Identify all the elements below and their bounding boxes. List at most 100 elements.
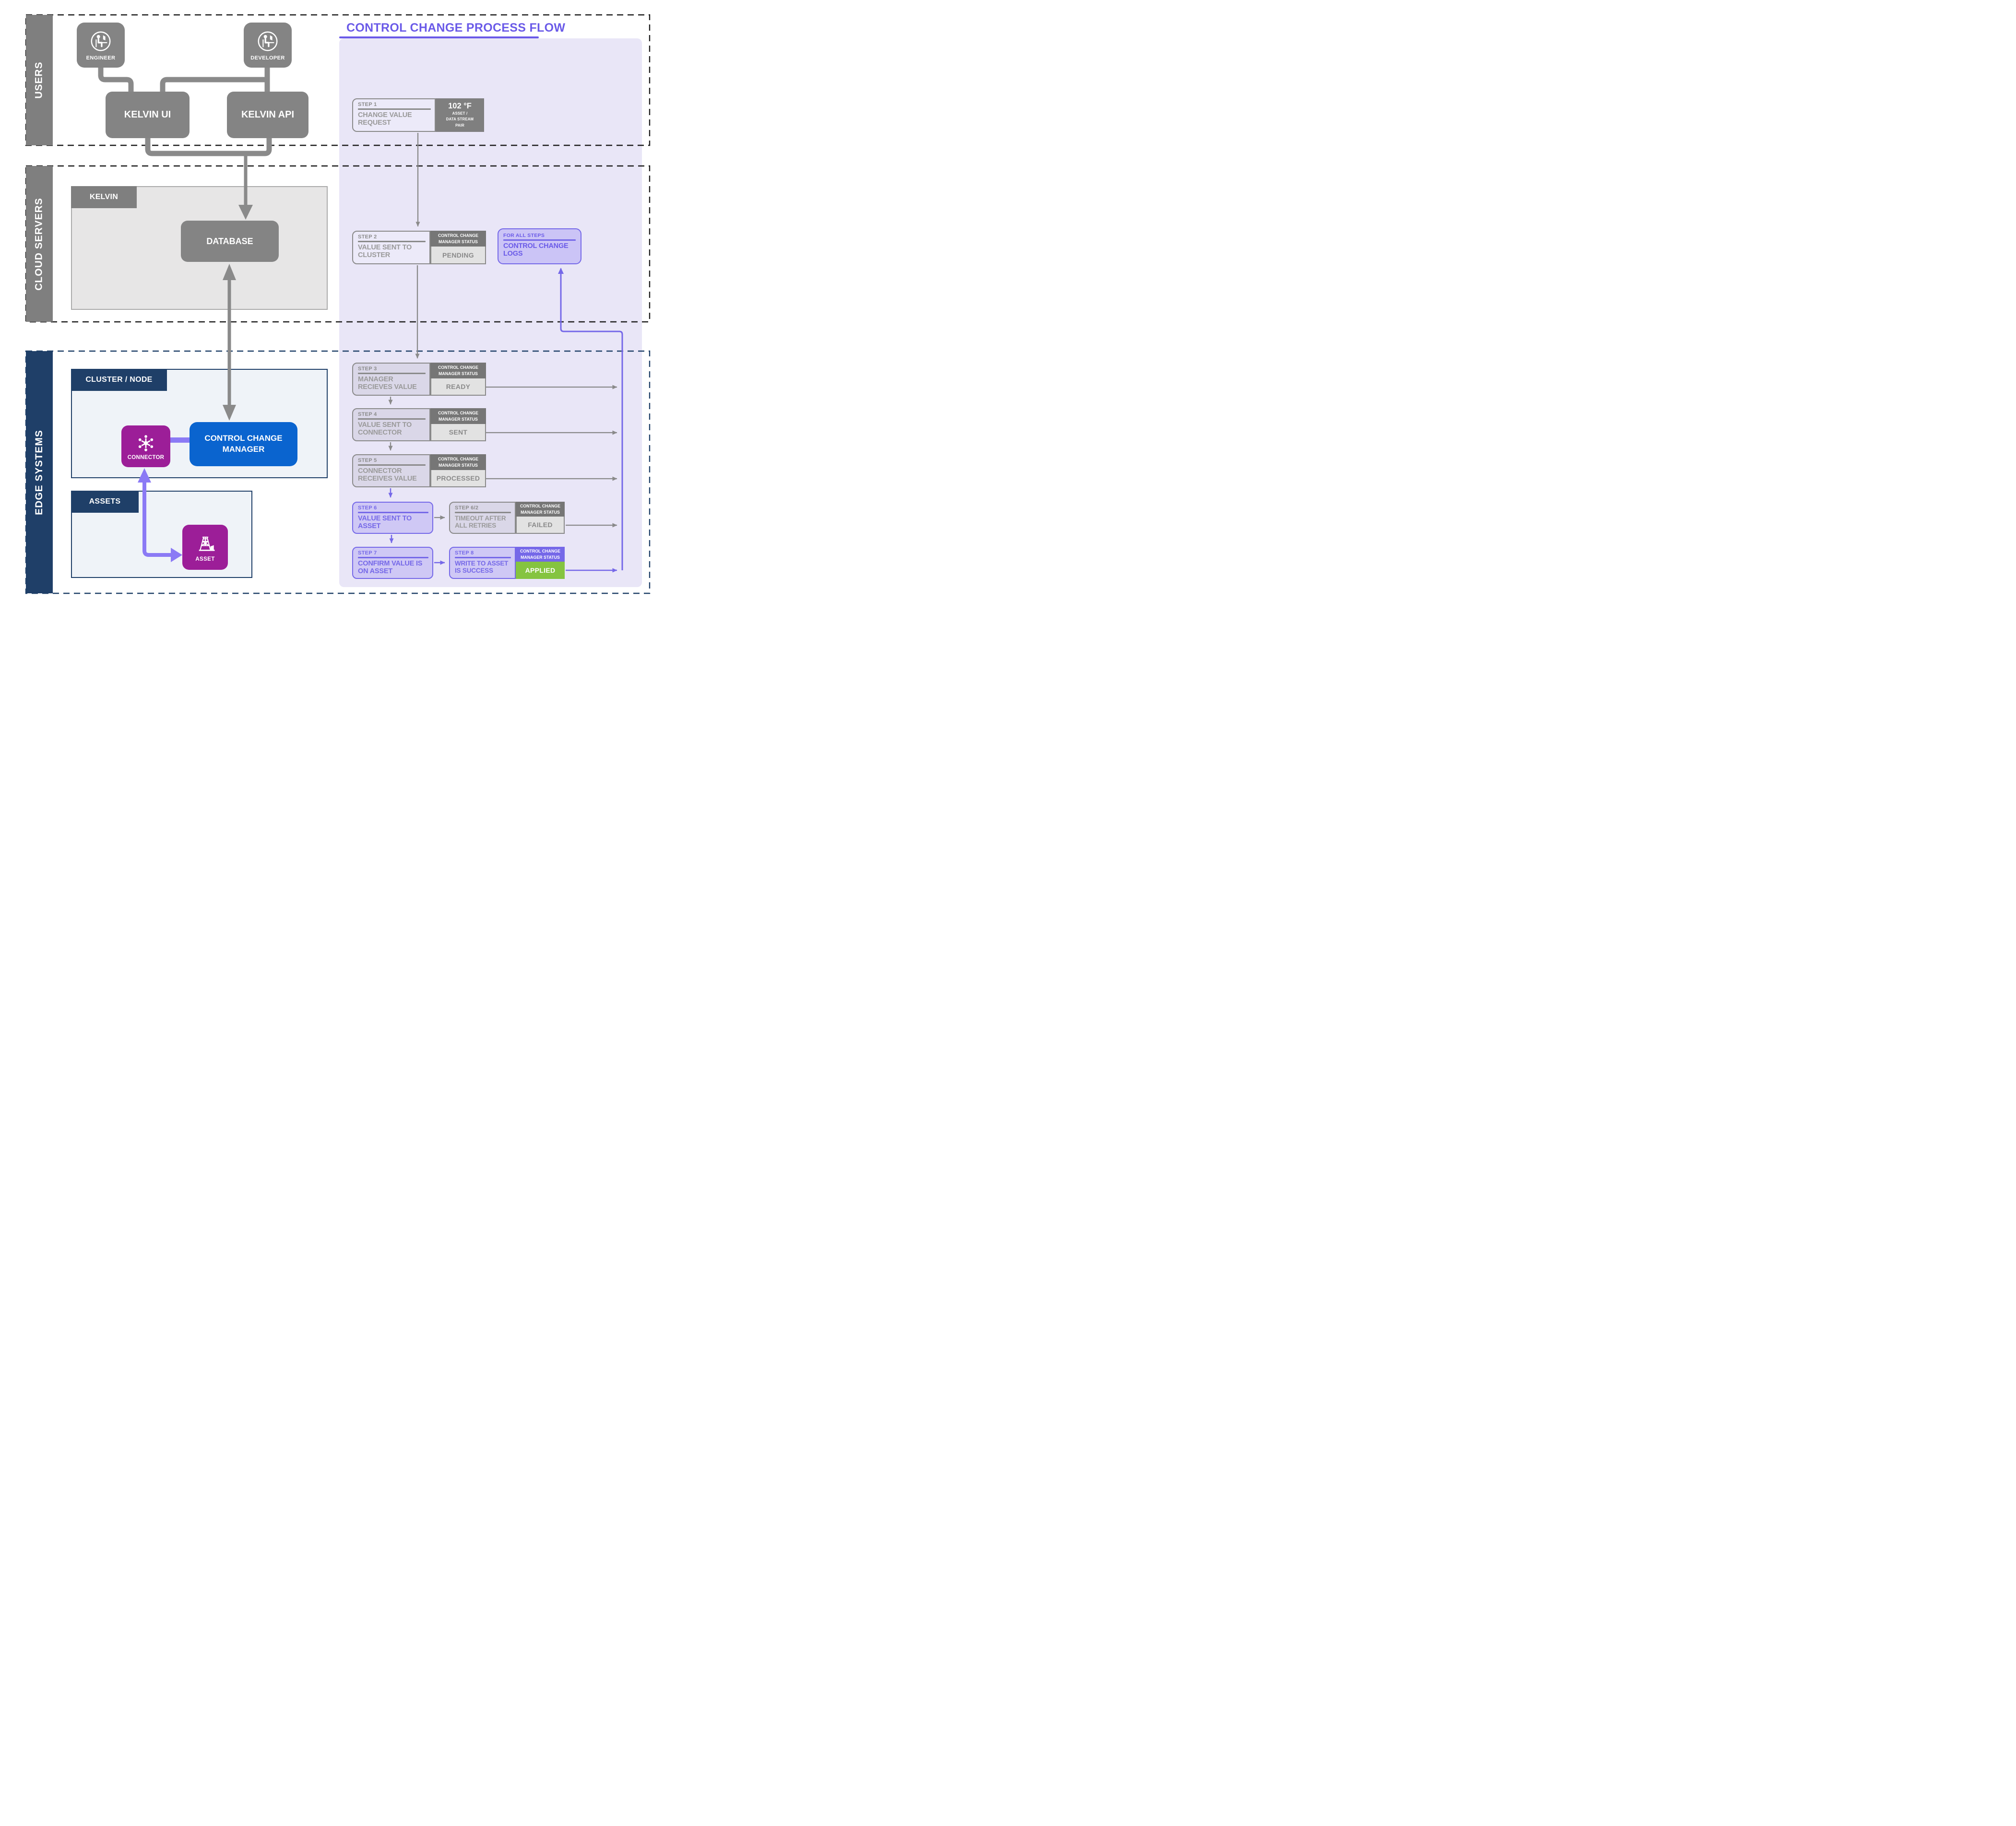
engineer-node: ENGINEER [77, 23, 125, 68]
step2-box: STEP 2 VALUE SENT TO CLUSTER [352, 231, 430, 264]
asset-right-arrowhead [171, 548, 182, 562]
step2-label: STEP 2 [358, 234, 377, 240]
boxes-layer: USERS CLOUD SERVERS EDGE SYSTEMS ENGINEE… [0, 0, 672, 609]
database-up-arrowhead [223, 264, 236, 280]
manager-down-arrowhead [223, 405, 236, 421]
step8-rule [455, 557, 511, 558]
step3-status: READY [430, 378, 486, 396]
step1-box: STEP 1 CHANGE VALUE REQUEST [352, 98, 436, 132]
kelvin-api-node: KELVIN API [227, 92, 308, 138]
lane-label-cloud-servers: CLOUD SERVERS [34, 197, 45, 291]
lane-bar-users: USERS [26, 15, 53, 145]
step2-rule [358, 241, 426, 242]
step4-status: SENT [430, 424, 486, 441]
users-lane-border [25, 14, 651, 146]
step8-title: WRITE TO ASSET IS SUCCESS [455, 559, 509, 574]
connectors-layer [25, 14, 651, 594]
step3-rule [358, 373, 426, 374]
kelvin-tab: KELVIN [71, 186, 137, 208]
step2-title: VALUE SENT TO CLUSTER [358, 243, 412, 259]
step6-rule [358, 512, 428, 513]
person-at-desk-icon [91, 31, 111, 51]
step7-title: CONFIRM VALUE IS ON ASSET [358, 559, 423, 575]
lane-label-edge-systems: EDGE SYSTEMS [34, 429, 45, 515]
person-at-desk-icon [258, 31, 278, 51]
step7-box: STEP 7 CONFIRM VALUE IS ON ASSET [352, 547, 433, 579]
oil-derrick-icon [199, 536, 214, 551]
database-node: DATABASE [181, 221, 279, 262]
step5-box: STEP 5 CONNECTOR RECEIVES VALUE [352, 454, 430, 487]
assets-tab: ASSETS [71, 491, 139, 513]
step62-rule [455, 512, 511, 513]
engineer-label: ENGINEER [86, 55, 116, 61]
diagram-canvas: USERS CLOUD SERVERS EDGE SYSTEMS ENGINEE… [0, 0, 672, 609]
logs-title: CONTROL CHANGE LOGS [503, 242, 569, 258]
step62-box: STEP 6/2 TIMEOUT AFTER ALL RETRIES [449, 502, 516, 534]
step62-status-header: CONTROL CHANGE MANAGER STATUS [516, 502, 565, 517]
step8-status-header: CONTROL CHANGE MANAGER STATUS [516, 547, 565, 562]
step6-box: STEP 6 VALUE SENT TO ASSET [352, 502, 433, 534]
step7-label: STEP 7 [358, 550, 377, 556]
cluster-node-tab: CLUSTER / NODE [71, 369, 167, 391]
step5-rule [358, 464, 426, 466]
step1-value-box: 102 °F ASSET / DATA STREAM PAIR [436, 98, 484, 132]
step4-rule [358, 418, 426, 420]
step3-title: MANAGER RECIEVES VALUE [358, 375, 417, 391]
logs-collector-line [558, 268, 623, 570]
connector-label: CONNECTOR [127, 454, 165, 460]
step1-rule [358, 108, 431, 110]
lane-bar-edge-systems: EDGE SYSTEMS [26, 351, 53, 593]
process-flow-title: CONTROL CHANGE PROCESS FLOW [346, 21, 566, 35]
value-sub-line1: ASSET / [452, 111, 468, 116]
step62-label: STEP 6/2 [455, 505, 479, 511]
control-change-logs-box: FOR ALL STEPS CONTROL CHANGE LOGS [498, 228, 581, 264]
asset-label: ASSET [195, 556, 215, 562]
step5-title: CONNECTOR RECEIVES VALUE [358, 467, 417, 483]
step6-title: VALUE SENT TO ASSET [358, 514, 412, 530]
edge-lane-border [25, 350, 651, 594]
step1-label: STEP 1 [358, 102, 377, 107]
step8-label: STEP 8 [455, 550, 474, 556]
step4-label: STEP 4 [358, 412, 377, 417]
step4-box: STEP 4 VALUE SENT TO CONNECTOR [352, 408, 430, 441]
engineer-to-kelvinui-connector [98, 67, 134, 93]
logs-label: FOR ALL STEPS [503, 233, 545, 238]
process-flow-title-underline [339, 36, 539, 38]
step2-status: PENDING [430, 247, 486, 264]
value-sub-line2: DATA STREAM [446, 117, 474, 122]
connector-manager-link [170, 437, 190, 443]
step4-status-header: CONTROL CHANGE MANAGER STATUS [430, 408, 486, 424]
database-arrowhead [238, 205, 253, 220]
connector-up-arrowhead [138, 468, 151, 483]
step62-status: FAILED [516, 517, 565, 534]
value-sub-line3: PAIR [455, 123, 464, 128]
connector-node: CONNECTOR [121, 425, 170, 467]
logs-rule [503, 239, 576, 241]
developer-to-kelvinui-connector [160, 77, 267, 93]
control-change-manager-node: CONTROL CHANGE MANAGER [190, 422, 297, 466]
step3-label: STEP 3 [358, 366, 377, 372]
step1-title: CHANGE VALUE REQUEST [358, 111, 412, 127]
step3-box: STEP 3 MANAGER RECIEVES VALUE [352, 363, 430, 396]
connector-hub-icon [138, 435, 154, 451]
developer-label: DEVELOPER [250, 55, 285, 61]
developer-node: DEVELOPER [244, 23, 292, 68]
lane-label-users: USERS [34, 61, 45, 99]
step7-rule [358, 557, 428, 558]
step3-status-header: CONTROL CHANGE MANAGER STATUS [430, 363, 486, 378]
step4-title: VALUE SENT TO CONNECTOR [358, 421, 412, 436]
step2-status-header: CONTROL CHANGE MANAGER STATUS [430, 231, 486, 247]
change-value: 102 °F [448, 101, 472, 110]
lane-bar-cloud-servers: CLOUD SERVERS [26, 166, 53, 322]
step8-status: APPLIED [516, 562, 565, 579]
connector-asset-elbow [142, 482, 171, 557]
asset-node: ASSET [182, 525, 228, 570]
step62-title: TIMEOUT AFTER ALL RETRIES [455, 514, 506, 529]
step5-label: STEP 5 [358, 458, 377, 463]
kelvin-ui-node: KELVIN UI [106, 92, 190, 138]
step8-box: STEP 8 WRITE TO ASSET IS SUCCESS [449, 547, 516, 579]
step5-status-header: CONTROL CHANGE MANAGER STATUS [430, 454, 486, 470]
kelvinui-api-join-connector [145, 137, 272, 156]
step6-label: STEP 6 [358, 505, 377, 511]
step5-status: PROCESSED [430, 470, 486, 487]
